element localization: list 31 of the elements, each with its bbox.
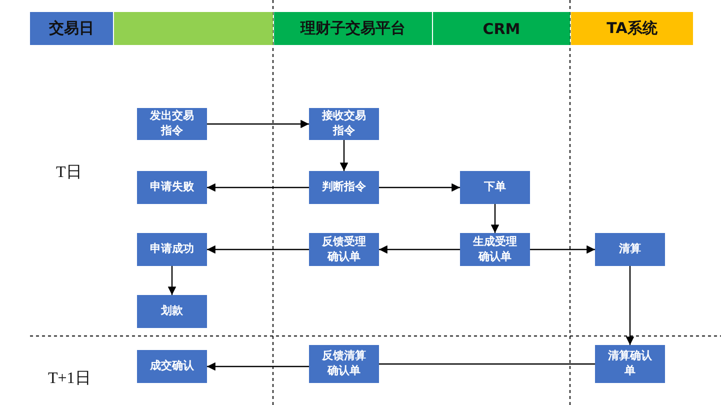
lane-header: CRM xyxy=(433,12,570,45)
arrow xyxy=(379,183,460,192)
process-box: 接收交易指令 xyxy=(309,108,379,140)
process-box: 判断指令 xyxy=(309,171,379,204)
arrow xyxy=(168,266,176,295)
lane-header: 理财子交易平台 xyxy=(274,12,432,45)
arrow xyxy=(207,245,309,254)
process-box: 反馈清算确认单 xyxy=(309,345,379,383)
process-box: 生成受理确认单 xyxy=(460,233,530,266)
row-label: T+1日 xyxy=(48,369,91,389)
row-label: T日 xyxy=(56,163,82,183)
process-box: 划款 xyxy=(137,295,207,328)
arrow xyxy=(207,183,309,192)
lane-header: 交易日 xyxy=(30,12,113,45)
process-box: 清算 xyxy=(595,233,665,266)
arrow xyxy=(207,120,309,128)
process-box: 成交确认 xyxy=(137,350,207,383)
process-box: 清算确认单 xyxy=(595,345,665,383)
process-box: 申请失败 xyxy=(137,171,207,204)
arrow xyxy=(490,204,500,233)
arrow xyxy=(340,140,348,171)
arrow xyxy=(207,362,309,371)
lane-header: TA系统 xyxy=(571,12,693,45)
arrow xyxy=(626,266,634,345)
process-box: 下单 xyxy=(460,171,530,204)
lane-header xyxy=(114,12,273,45)
process-box: 申请成功 xyxy=(137,233,207,266)
process-box: 反馈受理确认单 xyxy=(309,233,379,266)
process-box: 发出交易指令 xyxy=(137,108,207,140)
arrow xyxy=(379,245,460,254)
arrow xyxy=(530,245,595,254)
